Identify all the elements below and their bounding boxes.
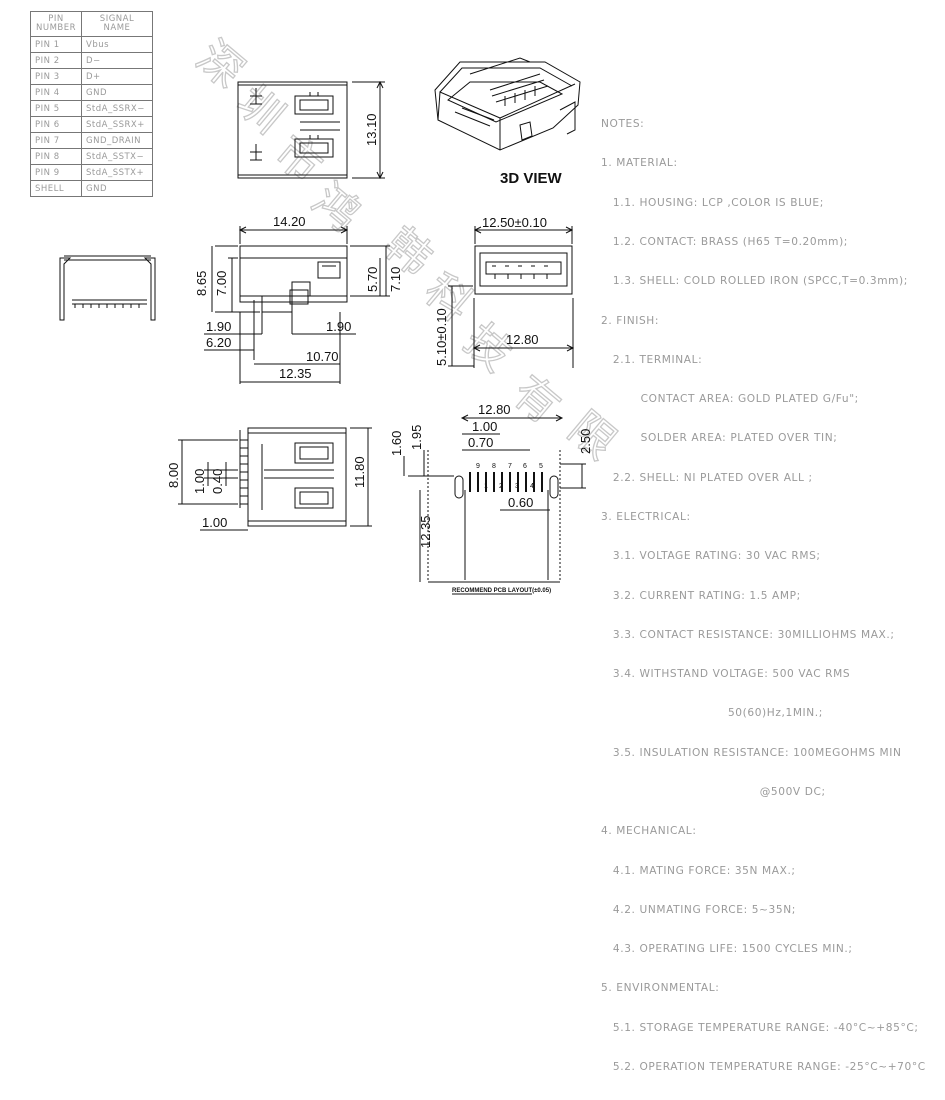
note-line: 3.4. WITHSTAND VOLTAGE: 500 VAC RMS: [601, 668, 851, 681]
watermark-char: 深: [187, 31, 253, 98]
note-line: 5. ENVIRONMENTAL:: [601, 982, 720, 995]
signal-cell: StdA_SSTX−: [81, 148, 153, 165]
dim-bottom-h1: 8.00: [166, 463, 181, 488]
note-line: 4. MECHANICAL:: [601, 825, 697, 838]
watermark: 深 圳 市 鸿 韩 科 技 有 限: [186, 31, 626, 471]
note-line: @500V DC;: [601, 785, 826, 798]
note-line: 4.2. UNMATING FORCE: 5~35N;: [601, 903, 796, 916]
note-line: 2.1. TERMINAL:: [601, 353, 703, 366]
note-line: 2.2. SHELL: NI PLATED OVER ALL ;: [601, 471, 813, 484]
note-line: 2. FINISH:: [601, 314, 660, 327]
dim-pcb-h2: 1.95: [409, 425, 424, 450]
pin-number-header: PIN NUMBER: [30, 11, 82, 37]
pcb-pin-label: 1: [484, 483, 488, 490]
left-side-view: [59, 255, 156, 321]
watermark-char: 有: [503, 366, 569, 433]
3d-view-title: 3D VIEW: [500, 170, 563, 187]
note-line: 1.3. SHELL: COLD ROLLED IRON (SPCC,T=0.3…: [601, 275, 908, 288]
dim-bottom-h4: 11.80: [352, 456, 367, 488]
dim-front-w5: 12.35: [279, 366, 312, 381]
dim-bottom-h2: 1.00: [192, 469, 207, 494]
note-line: 3.5. INSULATION RESISTANCE: 100MEGOHMS M…: [601, 746, 902, 759]
dim-front-h2: 7.00: [214, 271, 229, 296]
signal-name-header: SIGNAL NAME: [81, 11, 153, 37]
header-line: PIN: [48, 14, 64, 24]
pin-table-header: PIN NUMBER SIGNAL NAME: [30, 11, 153, 37]
note-line: 4.1. MATING FORCE: 35N MAX.;: [601, 864, 796, 877]
pcb-pin-label: 4: [530, 483, 534, 490]
pcb-pin-label: 8: [492, 463, 496, 470]
dim-front-h4: 7.10: [388, 267, 403, 292]
pcb-pin-label: 7: [508, 463, 512, 470]
header-line: NAME: [103, 23, 131, 33]
note-line: 50(60)Hz,1MIN.;: [601, 707, 823, 720]
note-line: CONTACT AREA: GOLD PLATED G/Fu";: [601, 393, 859, 406]
notes-block: NOTES: 1. MATERIAL: 1.1. HOUSING: LCP ,C…: [601, 92, 926, 1100]
dim-front-width: 14.20: [273, 214, 306, 229]
note-line: 1.2. CONTACT: BRASS (H65 T=0.20mm);: [601, 236, 848, 249]
technical-drawing: 深 圳 市 鸿 韩 科 技 有 限 13.10: [59, 31, 626, 595]
pcb-pin-label: 9: [476, 463, 480, 470]
dim-pcb-w1: 12.80: [478, 402, 511, 417]
watermark-char: 鸿: [303, 174, 369, 241]
pcb-pin-label: 6: [523, 463, 527, 470]
dim-bottom-w1: 1.00: [202, 515, 227, 530]
watermark-char: 圳: [227, 76, 293, 143]
dim-side-height: 5.10±0.10: [434, 308, 449, 366]
dim-bottom-h3: 0.40: [210, 469, 225, 494]
pcb-pin-label: 3: [515, 483, 519, 490]
note-line: 4.3. OPERATING LIFE: 1500 CYCLES MIN.;: [601, 943, 853, 956]
3d-view: 3D VIEW: [434, 57, 581, 187]
header-line: SIGNAL: [99, 14, 135, 24]
pcb-caption: RECOMMEND PCB LAYOUT(±0.05): [452, 588, 551, 594]
dim-pcb-h3: 2.50: [578, 429, 593, 454]
note-line: 1. MATERIAL:: [601, 157, 678, 170]
watermark-char: 市: [265, 126, 331, 193]
dim-pcb-w4: 0.60: [508, 495, 533, 510]
pin-cell: SHELL: [30, 180, 82, 197]
dim-front-w2: 1.90: [326, 319, 351, 334]
dim-front-w4: 10.70: [306, 349, 339, 364]
dim-pcb-w2: 1.00: [472, 419, 497, 434]
dim-side-top: 12.50±0.10: [482, 215, 547, 230]
front-view: 14.20 8.65 7.00 5.70 7.10 1.90: [194, 214, 403, 384]
pcb-layout: 12.80 1.00 0.70 0.60 1.60 1.95 2.50 12.3…: [389, 402, 593, 595]
dim-pcb-w3: 0.70: [468, 435, 493, 450]
note-line: NOTES:: [601, 118, 645, 131]
signal-cell: GND: [81, 84, 153, 101]
port-view: 12.50±0.10 5.10±0.10 12.80: [434, 215, 575, 368]
note-line: SOLDER AREA: PLATED OVER TIN;: [601, 432, 838, 445]
top-view: 13.10: [237, 80, 385, 180]
pcb-pin-label: 5: [539, 463, 543, 470]
note-line: 3.2. CURRENT RATING: 1.5 AMP;: [601, 589, 801, 602]
note-line: 3.3. CONTACT RESISTANCE: 30MILLIOHMS MAX…: [601, 628, 895, 641]
dim-side-bottom: 12.80: [506, 332, 539, 347]
note-line: 1.1. HOUSING: LCP ,COLOR IS BLUE;: [601, 196, 824, 209]
dim-front-h1: 8.65: [194, 271, 209, 296]
dim-pcb-h4: 12.35: [418, 515, 433, 548]
note-line: 3. ELECTRICAL:: [601, 511, 691, 523]
bottom-view: 11.80 8.00 1.00 0.40 1.00: [166, 427, 372, 531]
dim-top-height: 13.10: [364, 113, 379, 146]
signal-cell: GND: [81, 180, 153, 197]
watermark-char: 韩: [375, 218, 441, 285]
dim-front-h3: 5.70: [365, 267, 380, 292]
dim-front-w1: 1.90: [206, 319, 231, 334]
dim-front-w3: 6.20: [206, 335, 231, 350]
note-line: 5.2. OPERATION TEMPERATURE RANGE: -25°C~…: [601, 1060, 926, 1073]
note-line: 5.1. STORAGE TEMPERATURE RANGE: -40°C~+8…: [601, 1021, 919, 1034]
header-line: NUMBER: [35, 23, 77, 33]
note-line: 3.1. VOLTAGE RATING: 30 VAC RMS;: [601, 550, 821, 563]
pcb-pin-label: 2: [499, 483, 503, 490]
dim-pcb-h1: 1.60: [389, 431, 404, 456]
